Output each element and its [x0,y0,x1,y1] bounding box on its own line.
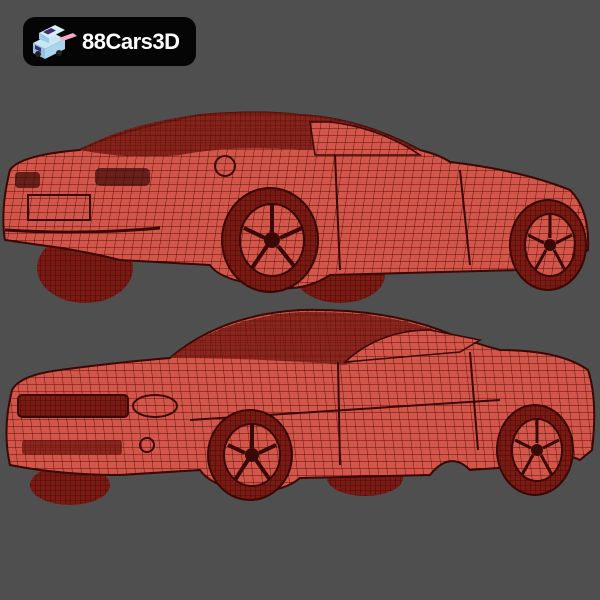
car-wireframe-rear [2,111,590,303]
isometric-van-icon [33,24,77,59]
car-wireframe-front [5,308,596,505]
logo-text: 88Cars3D [82,28,180,54]
car-render-front [0,300,600,510]
car-render-rear [0,100,600,310]
wheel [509,199,587,291]
brand-logo: 88Cars3D [23,17,196,66]
wheel [496,404,574,496]
wheel [221,187,319,293]
wheel [207,409,293,501]
